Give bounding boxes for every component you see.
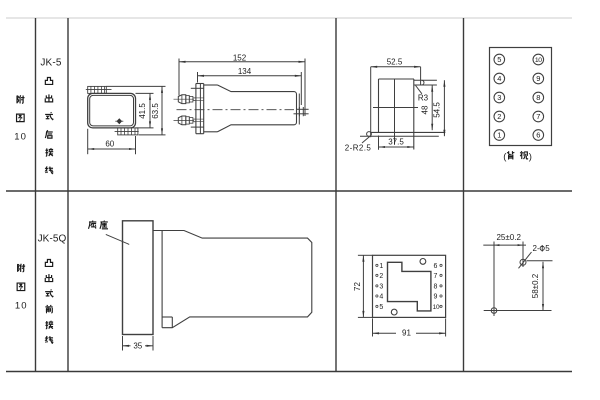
svg-text:52.5: 52.5: [387, 57, 403, 66]
svg-text:1: 1: [497, 131, 501, 140]
svg-text:63.5: 63.5: [151, 103, 160, 119]
svg-text:4: 4: [379, 294, 383, 301]
svg-text:2-: 2-: [533, 244, 540, 253]
svg-text:54.5: 54.5: [433, 102, 442, 118]
svg-text:(: (: [503, 152, 507, 163]
svg-text:8: 8: [536, 93, 540, 102]
svg-text:10: 10: [433, 304, 440, 311]
svg-text:60: 60: [105, 139, 114, 148]
svg-text:5: 5: [497, 55, 501, 64]
svg-text:9: 9: [434, 294, 438, 301]
svg-text:5: 5: [379, 304, 383, 311]
svg-text:10: 10: [14, 132, 27, 143]
svg-text:5: 5: [545, 244, 550, 253]
svg-text:37.5: 37.5: [388, 137, 404, 146]
svg-text:35: 35: [133, 341, 142, 350]
svg-text:152: 152: [233, 53, 247, 62]
svg-text:7: 7: [536, 112, 540, 121]
svg-text:): ): [529, 152, 532, 163]
svg-text:4: 4: [497, 74, 501, 83]
svg-text:JK-5: JK-5: [40, 57, 62, 68]
svg-text:2: 2: [379, 273, 383, 280]
svg-text:41.5: 41.5: [138, 103, 147, 119]
svg-text:48: 48: [420, 105, 429, 114]
svg-text:3: 3: [379, 284, 383, 291]
svg-text:6: 6: [434, 263, 438, 270]
svg-text:58±0.2: 58±0.2: [531, 273, 540, 298]
svg-text:2: 2: [497, 112, 501, 121]
svg-text:3: 3: [497, 93, 501, 102]
svg-text:9: 9: [536, 74, 540, 83]
svg-text:10: 10: [535, 57, 542, 64]
svg-text:10: 10: [15, 300, 28, 311]
svg-text:R3: R3: [418, 94, 429, 103]
svg-text:8: 8: [434, 284, 438, 291]
svg-text:1: 1: [379, 263, 383, 270]
svg-text:91: 91: [402, 329, 411, 338]
svg-text:134: 134: [238, 67, 252, 76]
svg-text:72: 72: [353, 282, 362, 291]
svg-text:2-R2.5: 2-R2.5: [345, 143, 372, 152]
svg-text:JK-5Q: JK-5Q: [38, 234, 67, 245]
svg-text:6: 6: [536, 131, 540, 140]
svg-text:25±0.2: 25±0.2: [496, 233, 521, 242]
svg-text:7: 7: [434, 273, 438, 280]
